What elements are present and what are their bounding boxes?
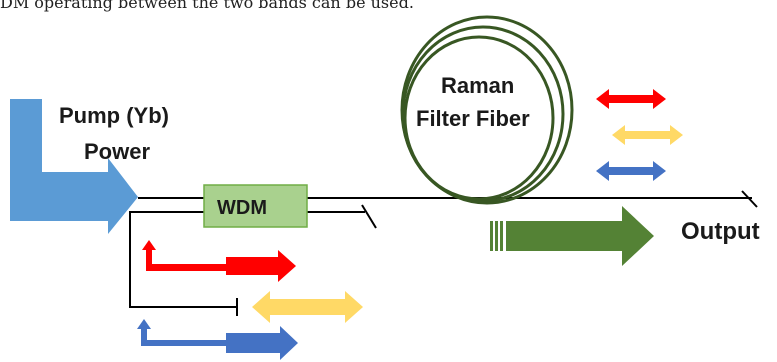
output-label: Output xyxy=(681,218,760,245)
top-caption: DM operating between the two bands can b… xyxy=(0,0,414,12)
return-fiber-loop xyxy=(129,211,237,308)
raman-label-line2: Filter Fiber xyxy=(416,106,530,131)
raman-label-line1: Raman xyxy=(441,73,515,98)
pump-label-line1: Pump (Yb) xyxy=(59,103,169,128)
raman-coil-middle xyxy=(401,25,565,203)
pump-arrow xyxy=(10,99,138,234)
pump-label-line2: Power xyxy=(84,139,151,164)
output-arrow xyxy=(490,206,654,266)
fiber-end-cleave xyxy=(741,190,758,208)
wdm-branch-cleave xyxy=(361,204,377,229)
red-loop-arrow xyxy=(142,240,296,282)
wdm-label: WDM xyxy=(217,197,267,219)
yellow-double-arrow-bottom xyxy=(252,291,363,323)
blue-loop-arrow xyxy=(137,319,298,360)
wdm-box xyxy=(203,184,308,228)
red-double-arrow-right xyxy=(596,89,666,109)
yellow-double-arrow-right xyxy=(612,125,683,145)
blue-double-arrow-right xyxy=(596,161,666,181)
raman-coil-inner xyxy=(403,35,555,201)
